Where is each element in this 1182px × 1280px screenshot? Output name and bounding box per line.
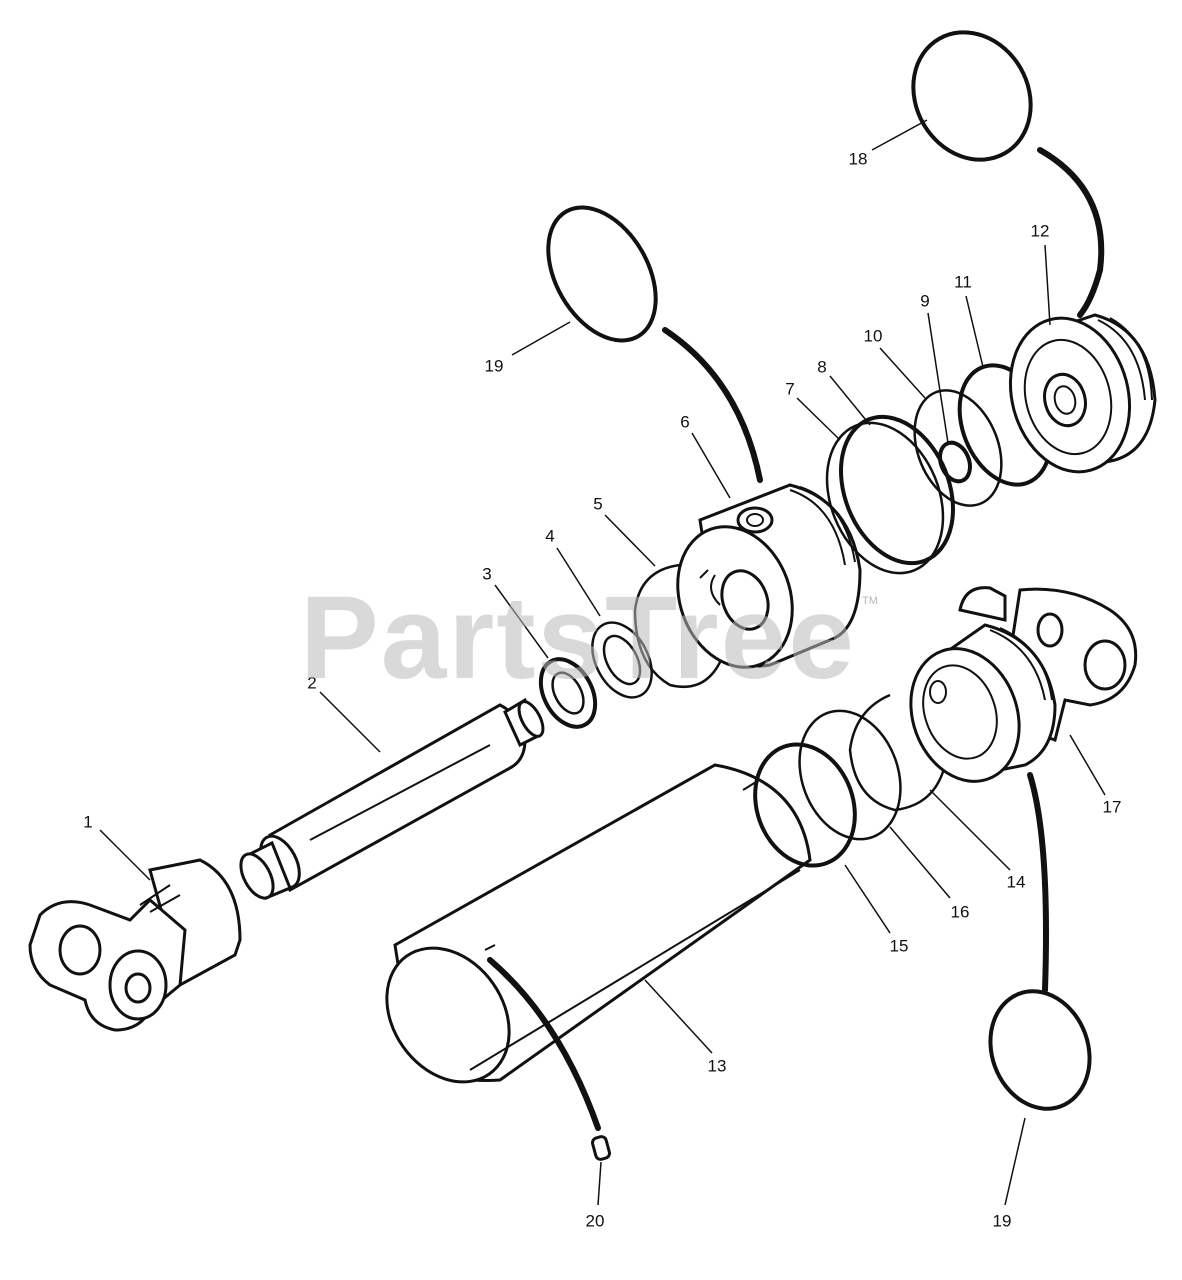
- callout-2[interactable]: 2: [307, 673, 316, 692]
- part-19-o-ring-lower[interactable]: [974, 977, 1105, 1123]
- part-17-base-end-cap[interactable]: [893, 586, 1138, 797]
- callout-11[interactable]: 11: [954, 272, 972, 291]
- watermark-text: PartsTree: [300, 572, 856, 704]
- callout-19-lower[interactable]: 19: [993, 1211, 1012, 1230]
- part-6-gland[interactable]: [659, 483, 862, 683]
- watermark: PartsTree TM: [300, 572, 878, 704]
- callout-18[interactable]: 18: [849, 149, 868, 168]
- part-9-small-o-ring[interactable]: [935, 438, 976, 486]
- leader-lines: [99, 119, 1106, 1206]
- callout-17[interactable]: 17: [1103, 797, 1122, 816]
- part-10-backup-ring[interactable]: [898, 377, 1017, 518]
- part-19-o-ring-upper[interactable]: [526, 189, 678, 360]
- callout-4[interactable]: 4: [545, 526, 554, 545]
- watermark-trademark: TM: [862, 595, 878, 607]
- callout-1[interactable]: 1: [83, 812, 92, 831]
- callout-13[interactable]: 13: [708, 1056, 727, 1075]
- part-4-washer[interactable]: [580, 612, 663, 707]
- callout-16[interactable]: 16: [951, 902, 970, 921]
- part-20-pin[interactable]: [591, 1135, 611, 1161]
- callout-5[interactable]: 5: [593, 494, 602, 513]
- callout-9[interactable]: 9: [920, 291, 929, 310]
- part-18-o-ring[interactable]: [891, 11, 1054, 181]
- callout-8[interactable]: 8: [817, 357, 826, 376]
- callout-20[interactable]: 20: [586, 1211, 605, 1230]
- part-3-rod-seal[interactable]: [530, 650, 606, 736]
- callout-3[interactable]: 3: [482, 564, 491, 583]
- assembly-lines: [487, 147, 1105, 1131]
- part-1-clevis[interactable]: [28, 858, 242, 1032]
- part-12-piston[interactable]: [994, 305, 1157, 486]
- callout-12[interactable]: 12: [1031, 221, 1050, 240]
- callout-labels: 1 2 3 4 5 6 7 8 9 10 11 12 13 14 15 16 1…: [83, 149, 1121, 1230]
- callout-14[interactable]: 14: [1007, 872, 1026, 891]
- callout-6[interactable]: 6: [680, 412, 689, 431]
- part-2-piston-rod[interactable]: [234, 697, 548, 903]
- callout-7[interactable]: 7: [785, 379, 794, 398]
- callout-19-upper[interactable]: 19: [485, 356, 504, 375]
- part-16-backup-ring[interactable]: [782, 697, 917, 854]
- callout-10[interactable]: 10: [864, 326, 883, 345]
- part-13-cylinder-barrel[interactable]: [362, 763, 812, 1106]
- callout-15[interactable]: 15: [890, 936, 909, 955]
- part-15-o-ring[interactable]: [739, 730, 872, 879]
